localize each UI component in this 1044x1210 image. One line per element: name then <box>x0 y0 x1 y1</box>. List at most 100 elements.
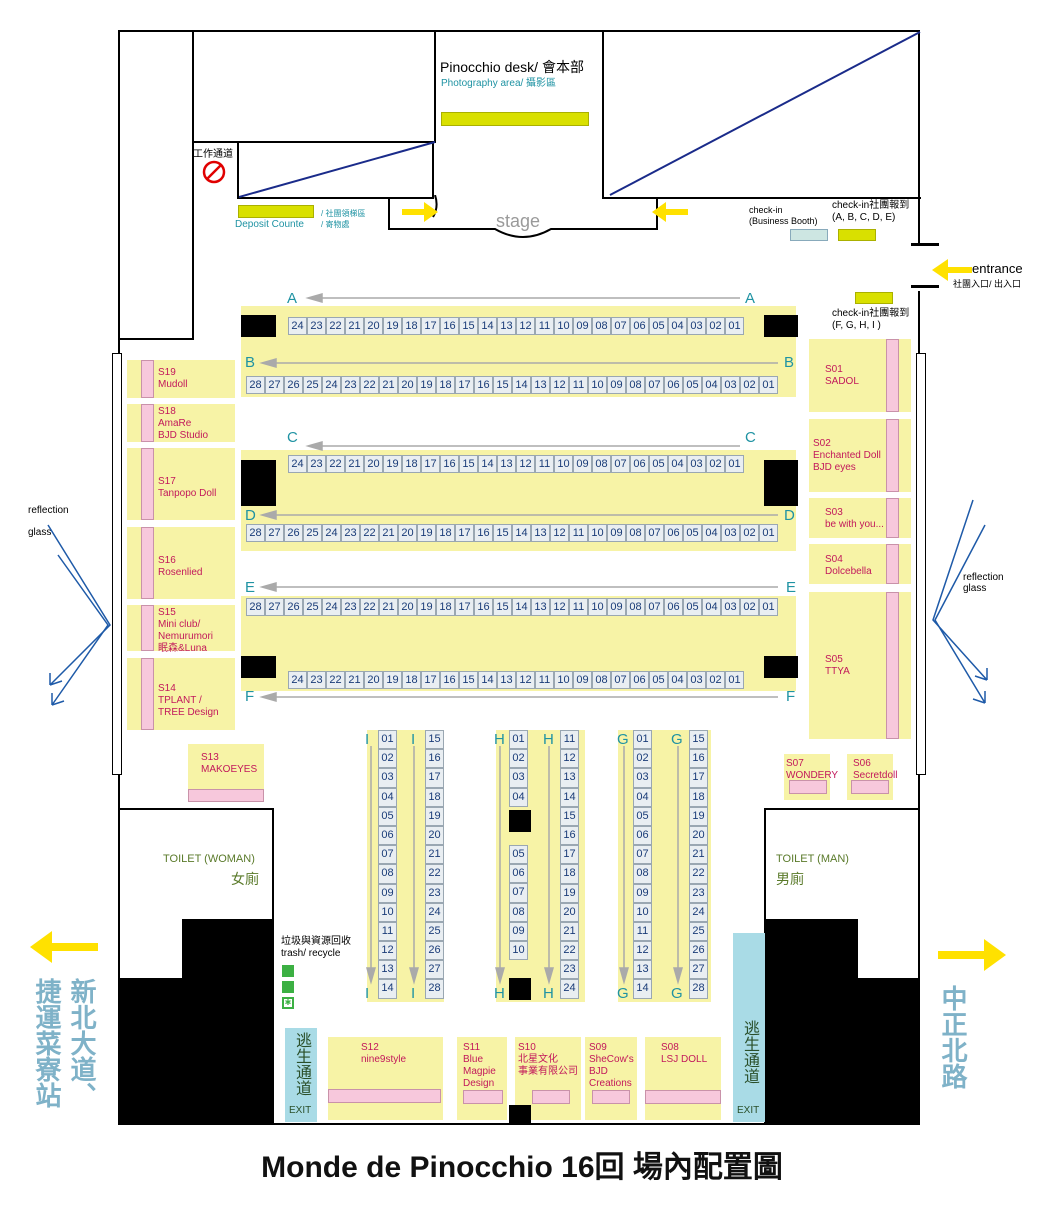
row-label-b: B <box>245 354 256 371</box>
column-label-i: I <box>411 731 416 748</box>
reflection-glass-left-label: reflection glass <box>28 505 69 538</box>
booth-s08-label: S08 LSJ DOLL <box>661 1042 708 1065</box>
booth-h-09: 09 <box>509 921 528 941</box>
booth-e-10: 10 <box>588 598 607 616</box>
booth-s12-label: S12 nine9style <box>361 1042 407 1065</box>
booth-s17-table <box>141 448 154 520</box>
booth-h-14: 14 <box>560 787 579 807</box>
escape-route-left-label: 逃生通道 <box>293 1032 310 1096</box>
booth-i-19: 19 <box>425 806 444 826</box>
booth-g-25: 25 <box>689 921 708 942</box>
booth-i-25: 25 <box>425 921 444 942</box>
booth-d-24: 24 <box>322 524 341 542</box>
booth-b-04: 04 <box>702 376 721 394</box>
booth-b-01: 01 <box>759 376 778 394</box>
toilet-man-wall <box>764 919 858 981</box>
booth-c-11: 11 <box>535 455 554 473</box>
pillar <box>241 656 276 678</box>
booth-s08 <box>645 1037 721 1120</box>
booth-g-17: 17 <box>689 768 708 788</box>
booth-a-14: 14 <box>478 317 497 335</box>
left-station-label: 捷運菜寮站 <box>32 978 62 1108</box>
booth-i-28: 28 <box>425 979 444 999</box>
booth-i-14: 14 <box>378 979 397 999</box>
booth-b-09: 09 <box>607 376 626 394</box>
booth-f-09: 09 <box>573 671 592 689</box>
booth-c-15: 15 <box>459 455 478 473</box>
booth-i-16: 16 <box>425 749 444 769</box>
booth-e-16: 16 <box>474 598 493 616</box>
booth-d-22: 22 <box>360 524 379 542</box>
booth-e-20: 20 <box>398 598 417 616</box>
booth-i-13: 13 <box>378 960 397 980</box>
column-label-h: H <box>543 985 554 1002</box>
booth-i-27: 27 <box>425 960 444 980</box>
booth-e-14: 14 <box>512 598 531 616</box>
booth-e-23: 23 <box>341 598 360 616</box>
booth-f-06: 06 <box>630 671 649 689</box>
booth-c-12: 12 <box>516 455 535 473</box>
booth-g-16: 16 <box>689 749 708 769</box>
top-right-room <box>602 31 921 199</box>
booth-a-05: 05 <box>649 317 668 335</box>
booth-b-08: 08 <box>626 376 645 394</box>
booth-e-22: 22 <box>360 598 379 616</box>
booth-g-01: 01 <box>633 730 652 750</box>
booth-i-10: 10 <box>378 902 397 922</box>
row-label-d: D <box>784 507 795 524</box>
booth-g-13: 13 <box>633 960 652 980</box>
checkin-abcde-label: check-in社團報到 (A, B, C, D, E) <box>832 200 910 223</box>
booth-a-01: 01 <box>725 317 744 335</box>
booth-a-11: 11 <box>535 317 554 335</box>
booth-f-19: 19 <box>383 671 402 689</box>
booth-d-08: 08 <box>626 524 645 542</box>
trash-label: 垃圾與資源回收 trash/ recycle <box>281 936 351 959</box>
booth-f-03: 03 <box>687 671 706 689</box>
booth-i-15: 15 <box>425 730 444 750</box>
booth-h-24: 24 <box>560 979 579 999</box>
page-title: Monde de Pinocchio 16回 場內配置圖 <box>261 1151 783 1184</box>
photography-booth <box>441 112 589 126</box>
booth-d-10: 10 <box>588 524 607 542</box>
toilet-man-label: TOILET (MAN) <box>776 853 849 865</box>
booth-b-17: 17 <box>455 376 474 394</box>
booth-g-21: 21 <box>689 845 708 865</box>
booth-h-08: 08 <box>509 902 528 922</box>
toilet-woman-wall <box>119 978 274 1124</box>
booth-d-11: 11 <box>569 524 588 542</box>
booth-c-01: 01 <box>725 455 744 473</box>
booth-h-01: 01 <box>509 730 528 750</box>
photography-area-label: Photography area/ 攝影區 <box>441 78 557 89</box>
booth-s06-label: S06 Secretdoll <box>853 758 898 781</box>
booth-s01-table <box>886 339 899 412</box>
booth-s11-label: S11 Blue Magpie Design <box>463 1042 496 1089</box>
booth-f-02: 02 <box>706 671 725 689</box>
booth-s15-table <box>141 605 154 651</box>
booth-g-05: 05 <box>633 806 652 826</box>
booth-c-14: 14 <box>478 455 497 473</box>
booth-s01-label: S01 SADOL <box>825 364 859 387</box>
booth-s11-table <box>463 1090 503 1104</box>
pillar <box>509 810 531 832</box>
booth-h-18: 18 <box>560 864 579 884</box>
booth-g-20: 20 <box>689 825 708 846</box>
booth-s04-table <box>886 544 899 584</box>
booth-i-12: 12 <box>378 941 397 961</box>
booth-s13-label: S13 MAKOEYES <box>201 752 258 775</box>
booth-d-23: 23 <box>341 524 360 542</box>
reflection-glass-right-arrows <box>932 499 988 704</box>
booth-e-06: 06 <box>664 598 683 616</box>
booth-g-08: 08 <box>633 864 652 884</box>
booth-s16-table <box>141 527 154 599</box>
toilet-woman-wall <box>182 919 274 981</box>
reflection-glass-left-arrows <box>47 524 111 706</box>
booth-s05-label: S05 TTYA <box>825 654 850 677</box>
booth-d-27: 27 <box>265 524 284 542</box>
booth-i-02: 02 <box>378 749 397 769</box>
